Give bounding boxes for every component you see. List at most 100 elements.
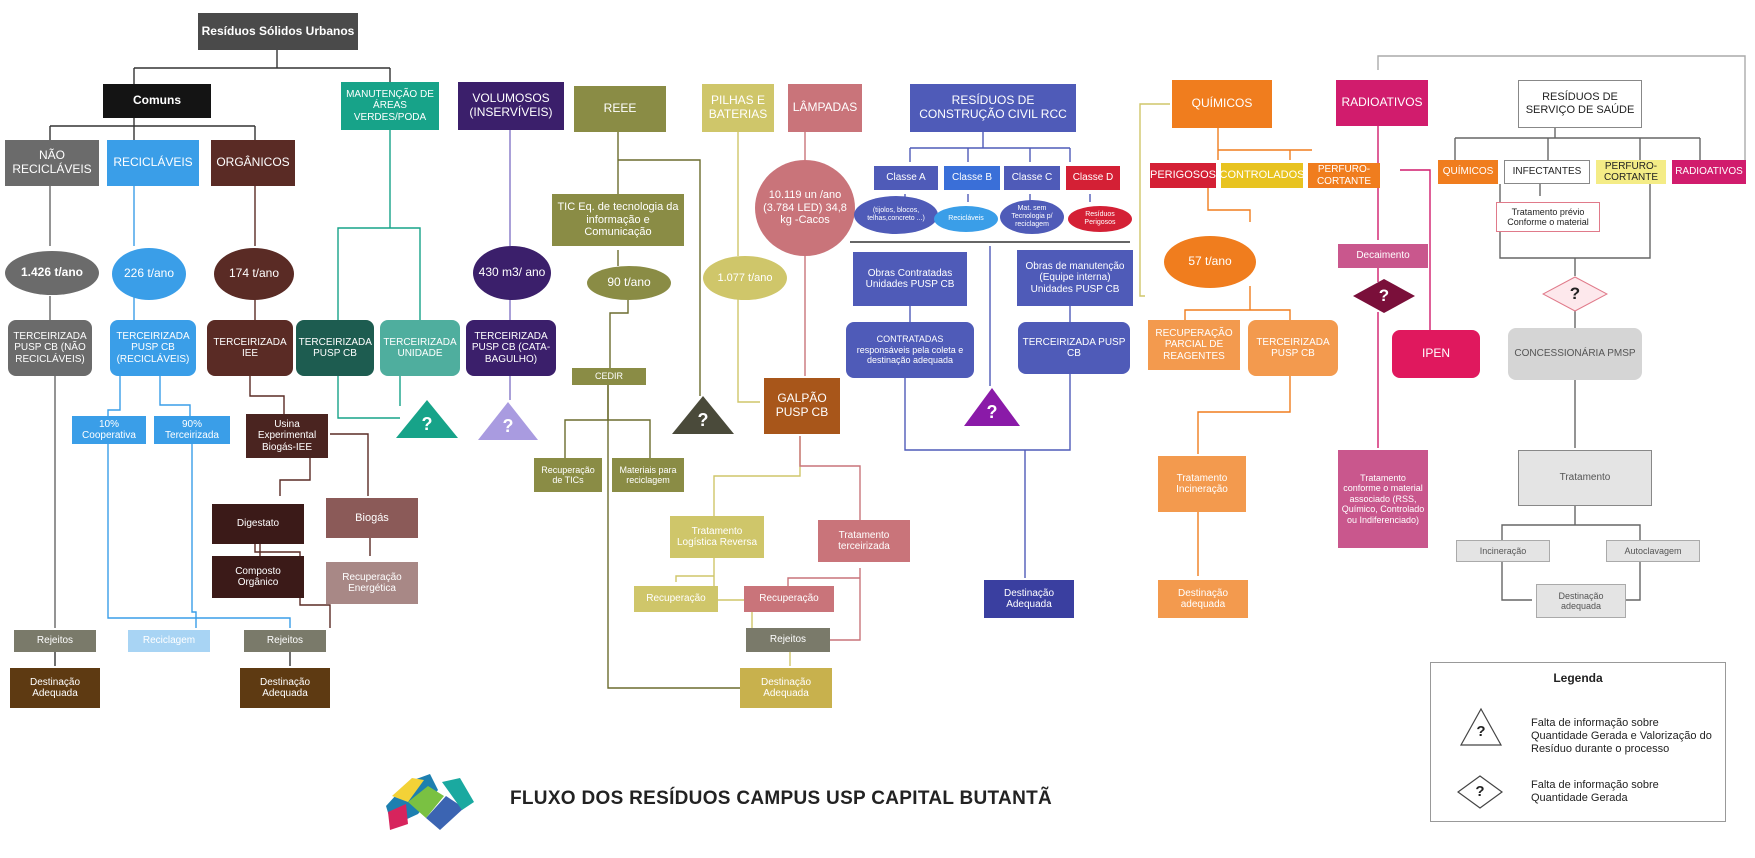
node-terceirizada-cata-bagulho: TERCEIRIZADA PUSP CB (CATA-BAGULHO) <box>466 320 556 376</box>
node-nao-reciclaveis: NÃO RECICLÁVEIS <box>5 140 99 186</box>
node-tratamento-conforme: Tratamento conforme o material associado… <box>1338 450 1428 548</box>
node-classe-a: Classe A <box>874 166 938 190</box>
node-comuns: Comuns <box>103 84 211 118</box>
node-obras-manutencao: Obras de manutenção (Equipe interna) Uni… <box>1017 250 1133 306</box>
node-destinacao-reee: Destinação Adequada <box>740 668 832 708</box>
node-recuperacao-b: Recuperação <box>744 586 834 612</box>
legend-diamond-icon: ? <box>1457 775 1503 809</box>
node-volumosos: VOLUMOSOS (INSERVÍVEIS) <box>458 82 564 130</box>
question-mark: ? <box>1475 783 1485 800</box>
node-materiais-reciclagem: Materiais para reciclagem <box>612 458 684 492</box>
question-mark: ? <box>421 414 433 434</box>
node-terceirizada-reciclaveis: TERCEIRIZADA PUSP CB (RECICLÁVEIS) <box>110 320 196 376</box>
node-biogas: Biogás <box>326 498 418 538</box>
usp-logo <box>378 766 478 834</box>
node-manutencao-areas-verdes: MANUTENÇÃO DE ÁREAS VERDES/PODA <box>341 82 439 130</box>
node-rcc: RESÍDUOS DE CONSTRUÇÃO CIVIL RCC <box>910 84 1076 132</box>
triangle-unknown-volumosos: ? <box>476 400 540 442</box>
node-perfuro-cortante: PERFURO-CORTANTE <box>1308 163 1380 188</box>
node-digestato: Digestato <box>212 504 304 544</box>
node-galpao: GALPÃO PUSP CB <box>764 378 840 434</box>
node-quimicos: QUÍMICOS <box>1172 80 1272 128</box>
node-organicos: ORGÂNICOS <box>211 140 295 186</box>
node-rss-quimicos: QUÍMICOS <box>1438 160 1498 184</box>
node-quimicos-quantidade: 57 t/ano <box>1164 236 1256 288</box>
node-pilhas-quantidade: 1.077 t/ano <box>703 256 787 300</box>
node-tic-quantidade: 90 t/ano <box>587 266 671 300</box>
node-terceirizada-90: 90% Terceirizada <box>154 416 230 444</box>
node-rss-perfuro: PERFURO-CORTANTE <box>1596 160 1666 184</box>
node-decaimento: Decaimento <box>1338 244 1428 268</box>
legend-triangle-text: Falta de informação sobre Quantidade Ger… <box>1531 717 1712 756</box>
node-tratamento-terceirizada: Tratamento terceirizada <box>818 520 910 562</box>
node-recuperacao-reagentes: RECUPERAÇÃO PARCIAL DE REAGENTES <box>1148 320 1240 370</box>
node-recuperacao-a: Recuperação <box>634 586 718 612</box>
triangle-unknown-reee: ? <box>670 394 736 436</box>
node-obras-contratadas: Obras Contratadas Unidades PUSP CB <box>853 252 967 306</box>
node-rejeitos-nao-reciclaveis: Rejeitos <box>14 630 96 652</box>
node-autoclavagem: Autoclavagem <box>1606 540 1700 562</box>
legend-box: Legenda ? Falta de informação sobre Quan… <box>1430 662 1726 822</box>
node-volumosos-quantidade: 430 m3/ ano <box>473 246 551 300</box>
node-reciclaveis: RECICLÁVEIS <box>107 140 199 186</box>
node-cedir: CEDIR <box>572 368 646 385</box>
node-tratamento-previo: Tratamento prévio Conforme o material <box>1496 202 1600 232</box>
node-classe-a-desc: (tijolos, blocos, telhas,concreto ...) <box>854 196 938 234</box>
legend-triangle-icon: ? <box>1459 707 1503 747</box>
page-title: FLUXO DOS RESÍDUOS CAMPUS USP CAPITAL BU… <box>510 788 1053 809</box>
triangle-unknown-manutencao: ? <box>394 398 460 440</box>
node-tratamento-logistica: Tratamento Logística Reversa <box>670 516 764 558</box>
legend-diamond-text: Falta de informação sobre Quantidade Ger… <box>1531 779 1659 805</box>
node-destinacao-organicos: Destinação Adequada <box>240 668 330 708</box>
node-terceirizada-unidade: TERCEIRIZADA UNIDADE <box>380 320 460 376</box>
node-classe-c-desc: Mat. sem Tecnologia p/ reciclagem <box>1000 200 1064 234</box>
question-mark: ? <box>1569 284 1581 303</box>
node-lampadas: LÂMPADAS <box>788 84 862 132</box>
node-rss: RESÍDUOS DE SERVIÇO DE SAÚDE <box>1518 80 1642 128</box>
legend-title: Legenda <box>1553 671 1603 685</box>
node-destinacao-rcc: Destinação Adequada <box>984 580 1074 618</box>
node-concessionaria: CONCESSIONÁRIA PMSP <box>1508 328 1642 380</box>
triangle-unknown-rcc: ? <box>962 386 1022 428</box>
node-cooperativa: 10% Cooperativa <box>72 416 146 444</box>
node-tratamento-incineracao: Tratamento Incineração <box>1158 456 1246 512</box>
question-mark: ? <box>1476 723 1486 740</box>
node-ipen: IPEN <box>1392 330 1480 378</box>
question-mark: ? <box>986 402 998 422</box>
node-classe-b: Classe B <box>944 166 1000 190</box>
node-tratamento: Tratamento <box>1518 450 1652 506</box>
node-pilhas-baterias: PILHAS E BATERIAS <box>702 84 774 132</box>
node-radioativos: RADIOATIVOS <box>1336 80 1428 126</box>
node-terceirizada-rcc: TERCEIRIZADA PUSP CB <box>1018 322 1130 374</box>
node-rejeitos-lampadas: Rejeitos <box>746 628 830 652</box>
diamond-unknown-rss: ? <box>1542 276 1608 312</box>
question-mark: ? <box>1378 286 1390 305</box>
node-rsu: Resíduos Sólidos Urbanos <box>198 13 358 50</box>
node-terceirizada-iee: TERCEIRIZADA IEE <box>207 320 293 376</box>
node-recuperacao-energetica: Recuperação Energética <box>326 562 418 604</box>
node-classe-c: Classe C <box>1004 166 1060 190</box>
node-usina-biogas: Usina Experimental Biogás-IEE <box>246 414 328 458</box>
node-terceirizada-quimicos: TERCEIRIZADA PUSP CB <box>1248 320 1338 376</box>
node-destinacao-nao-reciclaveis: Destinação Adequada <box>10 668 100 708</box>
node-incineracao: Incineração <box>1456 540 1550 562</box>
node-controlados: CONTROLADOS <box>1221 163 1303 188</box>
node-rejeitos-organicos: Rejeitos <box>244 630 326 652</box>
node-destinacao-quimicos: Destinação adequada <box>1158 580 1248 618</box>
node-contratadas: CONTRATADAS responsáveis pela coleta e d… <box>846 322 974 378</box>
node-reee: REEE <box>574 86 666 132</box>
question-mark: ? <box>697 410 709 430</box>
node-lampadas-quantidade: 10.119 un /ano (3.784 LED) 34,8 kg -Caco… <box>755 160 855 256</box>
node-classe-d: Classe D <box>1066 166 1120 190</box>
node-terceirizada-manutencao: TERCEIRIZADA PUSP CB <box>296 320 374 376</box>
node-classe-b-desc: Recicláveis <box>934 206 998 232</box>
node-reciclaveis-quantidade: 226 t/ano <box>112 248 186 300</box>
question-mark: ? <box>502 416 514 436</box>
node-composto-organico: Composto Orgânico <box>212 556 304 598</box>
node-rss-infectantes: INFECTANTES <box>1504 160 1590 184</box>
node-terceirizada-nao-reciclaveis: TERCEIRIZADA PUSP CB (NÃO RECICLÁVEIS) <box>8 320 92 376</box>
node-rss-radioativos: RADIOATIVOS <box>1672 160 1746 184</box>
node-perigosos: PERIGOSOS <box>1150 163 1216 188</box>
